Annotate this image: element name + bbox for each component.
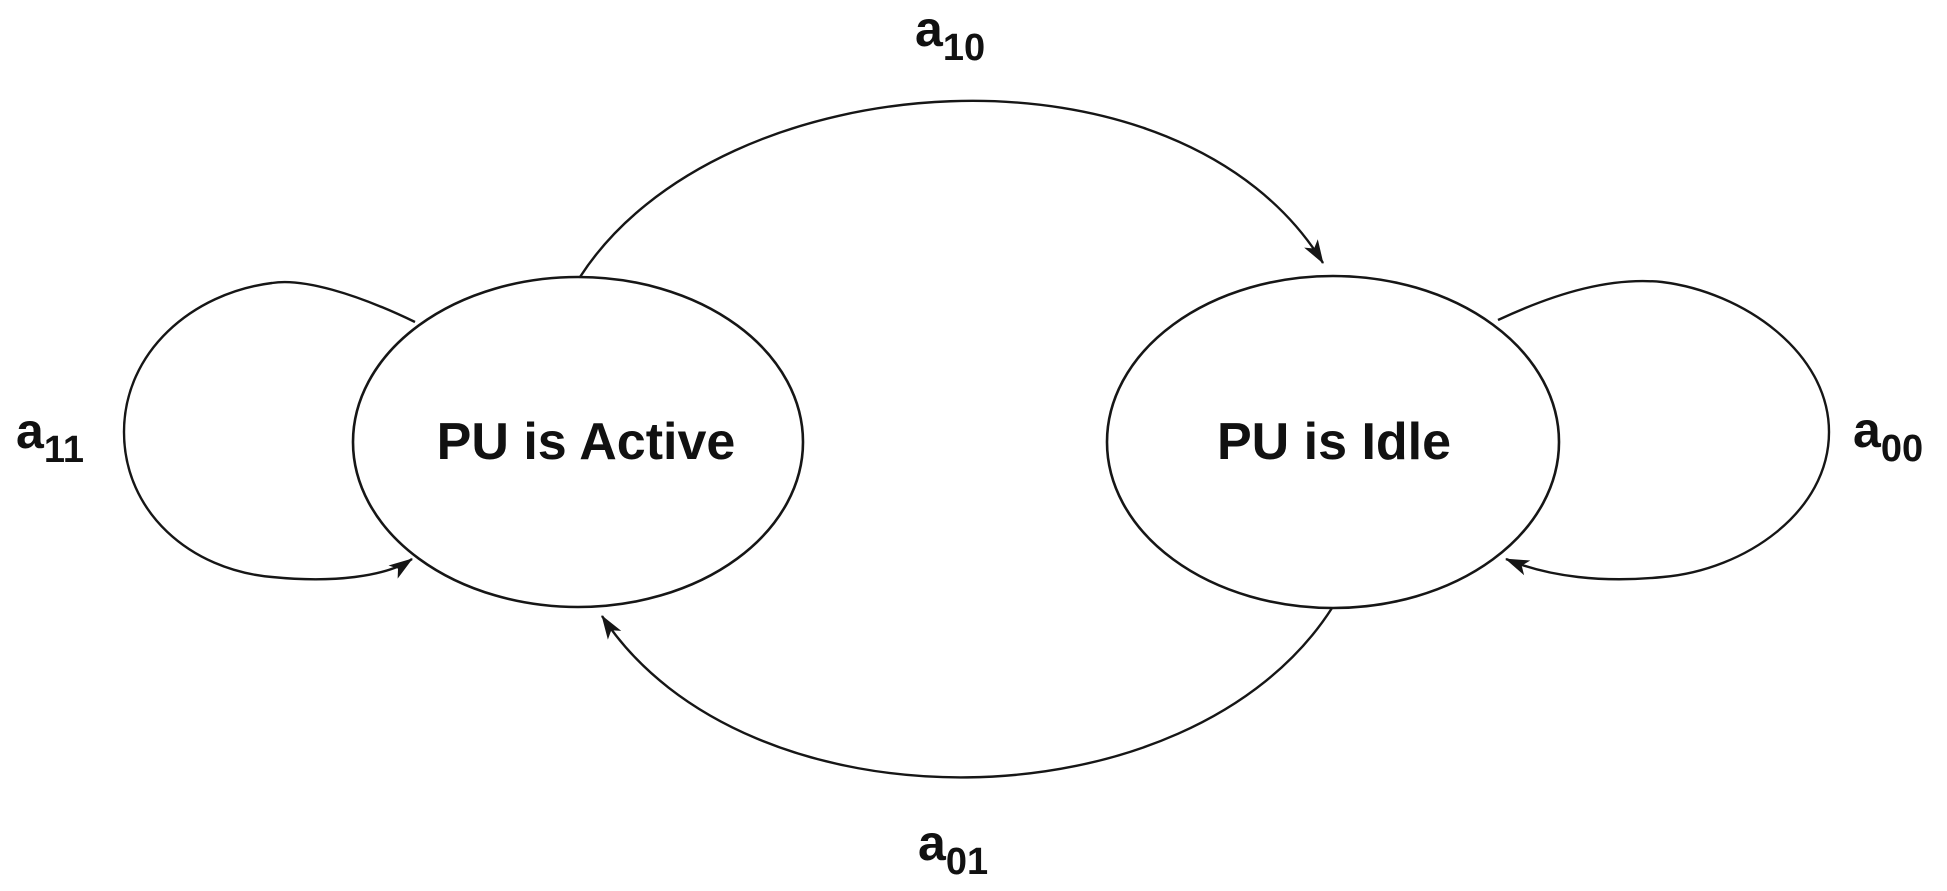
state-active-ellipse [351,275,805,609]
transition-a11-base: a [16,403,45,459]
state-idle: PU is Idle [1105,274,1561,610]
transition-a00-path [1497,279,1831,581]
transition-a01-label: a01 [918,815,988,883]
transition-a00-base: a [1853,402,1882,458]
transition-a10-subscript: 10 [943,27,985,69]
transition-a11-subscript: 11 [44,429,84,471]
state-active-label: PU is Active [437,413,736,471]
transition-a11-path [122,280,416,581]
transition-a00-label: a00 [1853,402,1923,470]
transition-a00-subscript: 00 [1881,428,1923,470]
transition-a10-label: a10 [915,1,985,69]
transition-a01-base: a [918,815,947,871]
transition-a11-label: a11 [16,403,84,471]
state-active: PU is Active [351,275,805,609]
transition-a01-subscript: 01 [946,841,988,883]
transition-a00: a00 [1497,279,1923,581]
transition-a10: a10 [578,1,1325,278]
transition-a01: a01 [600,607,1334,883]
transition-a01-path [600,607,1334,779]
transition-a10-path [578,99,1325,278]
transition-a10-base: a [915,1,944,57]
state-idle-label: PU is Idle [1217,413,1451,471]
state-idle-ellipse [1105,274,1561,610]
transition-a11: a11 [16,280,416,581]
